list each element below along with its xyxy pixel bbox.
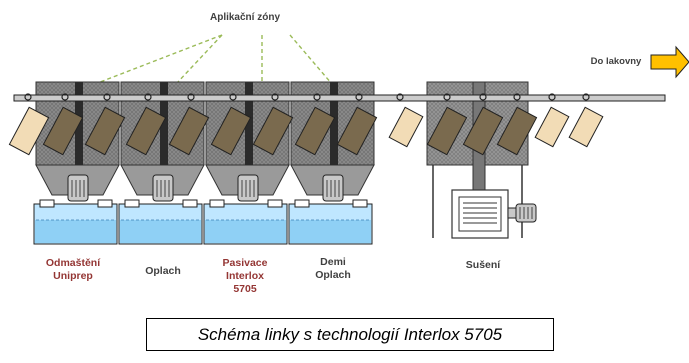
label-line: Interlox (226, 270, 264, 282)
export-label: Do lakovny (590, 56, 642, 67)
station-label-passivation: Pasivace Interlox 5705 (200, 257, 290, 296)
zones-label: Aplikační zóny (209, 12, 280, 23)
station-label-rinse: Oplach (118, 265, 208, 278)
label-line: Odmaštění (45, 257, 101, 269)
label-line: 5705 (233, 283, 257, 295)
station-label-demi-rinse: Demi Oplach (293, 256, 373, 282)
label-line: Uniprep (53, 270, 93, 282)
label-line: Pasivace (222, 257, 268, 269)
application-zone-lines (94, 34, 333, 85)
conveyor-rail (13, 94, 666, 102)
drying-oven (426, 81, 537, 239)
label-line: Sušení (465, 259, 501, 271)
caption-text: Schéma linky s technologií Interlox 5705 (197, 324, 503, 344)
hanging-parts (8, 93, 604, 156)
label-line: Oplach (145, 265, 181, 277)
label-line: Demi (320, 256, 346, 268)
station-label-degrease: Odmaštění Uniprep (18, 257, 128, 283)
label-line: Oplach (315, 269, 351, 281)
wash-cabins (33, 81, 375, 245)
caption-box: Schéma linky s technologií Interlox 5705 (146, 318, 554, 351)
station-label-drying: Sušení (443, 259, 523, 272)
arrow-to-paint-shop (650, 45, 689, 79)
